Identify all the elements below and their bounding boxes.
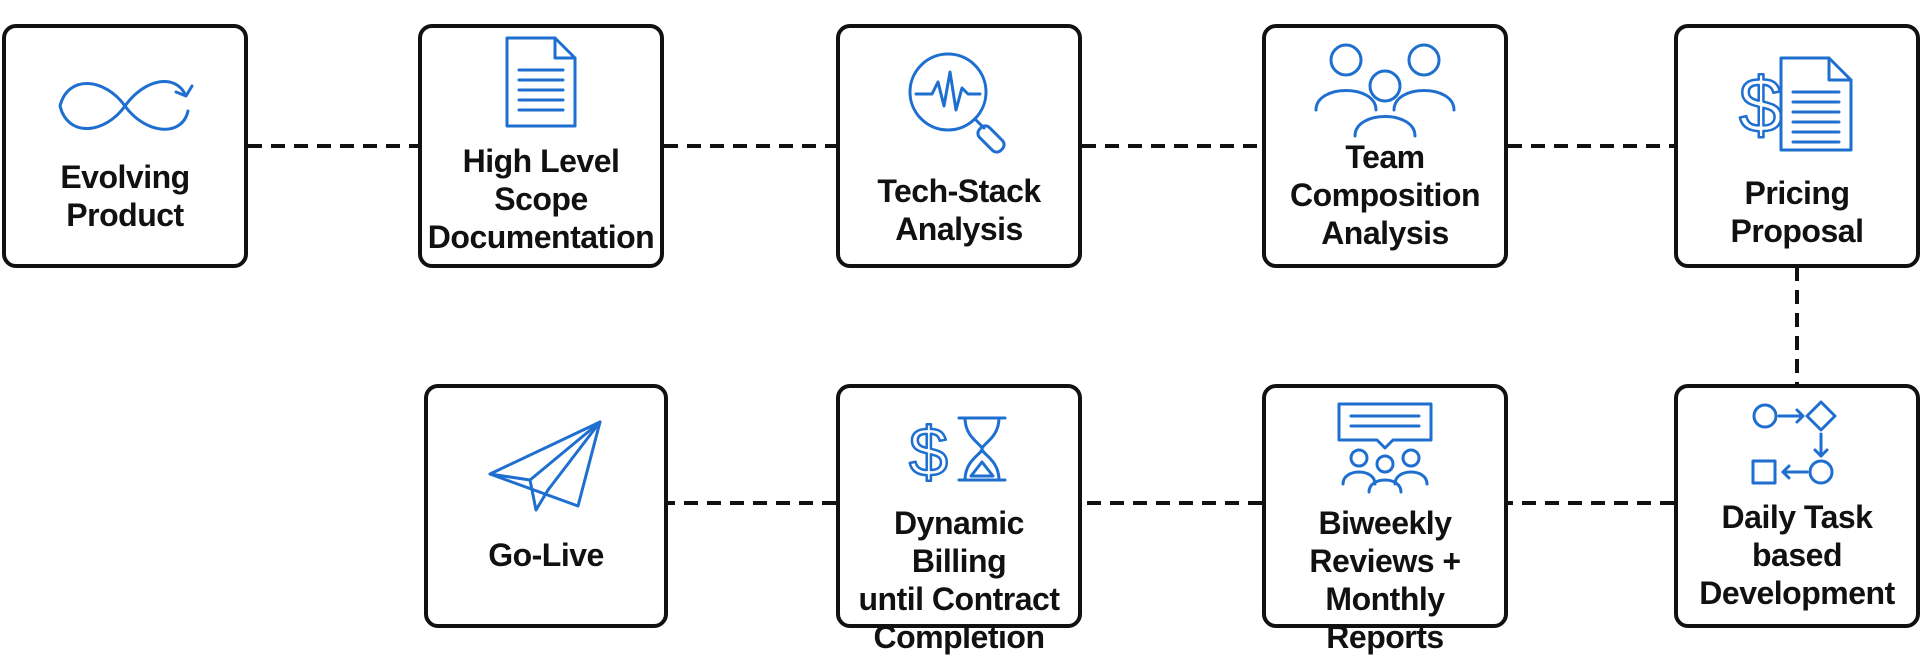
step-dynamic-billing: $ Dynamic Billing until Contract Complet… xyxy=(836,384,1082,655)
step-team-composition-analysis: Team Composition Analysis xyxy=(1262,24,1508,268)
review-meeting-icon xyxy=(1335,400,1435,496)
infinity-loop-icon xyxy=(50,66,200,146)
step-label: Daily Task based Development xyxy=(1699,499,1895,611)
workflow-icon xyxy=(1747,398,1847,490)
dollar-hourglass-icon: $ xyxy=(908,412,1009,492)
step-label: Go-Live xyxy=(488,537,604,573)
step-label: Biweekly Reviews + Monthly Reports xyxy=(1309,505,1461,655)
dollar-document-icon: $ xyxy=(1737,54,1857,154)
step-label: High Level Scope Documentation xyxy=(427,143,655,255)
step-evolving-product: Evolving Product xyxy=(2,24,248,268)
svg-text:$: $ xyxy=(909,413,948,491)
step-label: Evolving Product xyxy=(60,159,190,233)
step-label: Team Composition Analysis xyxy=(1289,139,1481,251)
team-icon xyxy=(1310,40,1460,138)
paper-plane-icon xyxy=(486,418,606,518)
step-label: Dynamic Billing until Contract Completio… xyxy=(858,505,1060,655)
step-pricing-proposal: $ Pricing Proposal xyxy=(1674,24,1920,268)
step-tech-stack-analysis: Tech-Stack Analysis xyxy=(836,24,1082,268)
step-biweekly-reviews-monthly-reports: Biweekly Reviews + Monthly Reports xyxy=(1262,384,1508,655)
magnifier-pulse-icon xyxy=(904,48,1014,158)
step-go-live: Go-Live xyxy=(424,384,668,628)
svg-text:$: $ xyxy=(1739,61,1782,149)
step-label: Pricing Proposal xyxy=(1730,175,1864,249)
step-daily-task-based-development: Daily Task based Development xyxy=(1674,384,1920,628)
step-high-level-scope-documentation: High Level Scope Documentation xyxy=(418,24,664,268)
document-icon xyxy=(503,34,579,130)
step-label: Tech-Stack Analysis xyxy=(877,173,1041,247)
